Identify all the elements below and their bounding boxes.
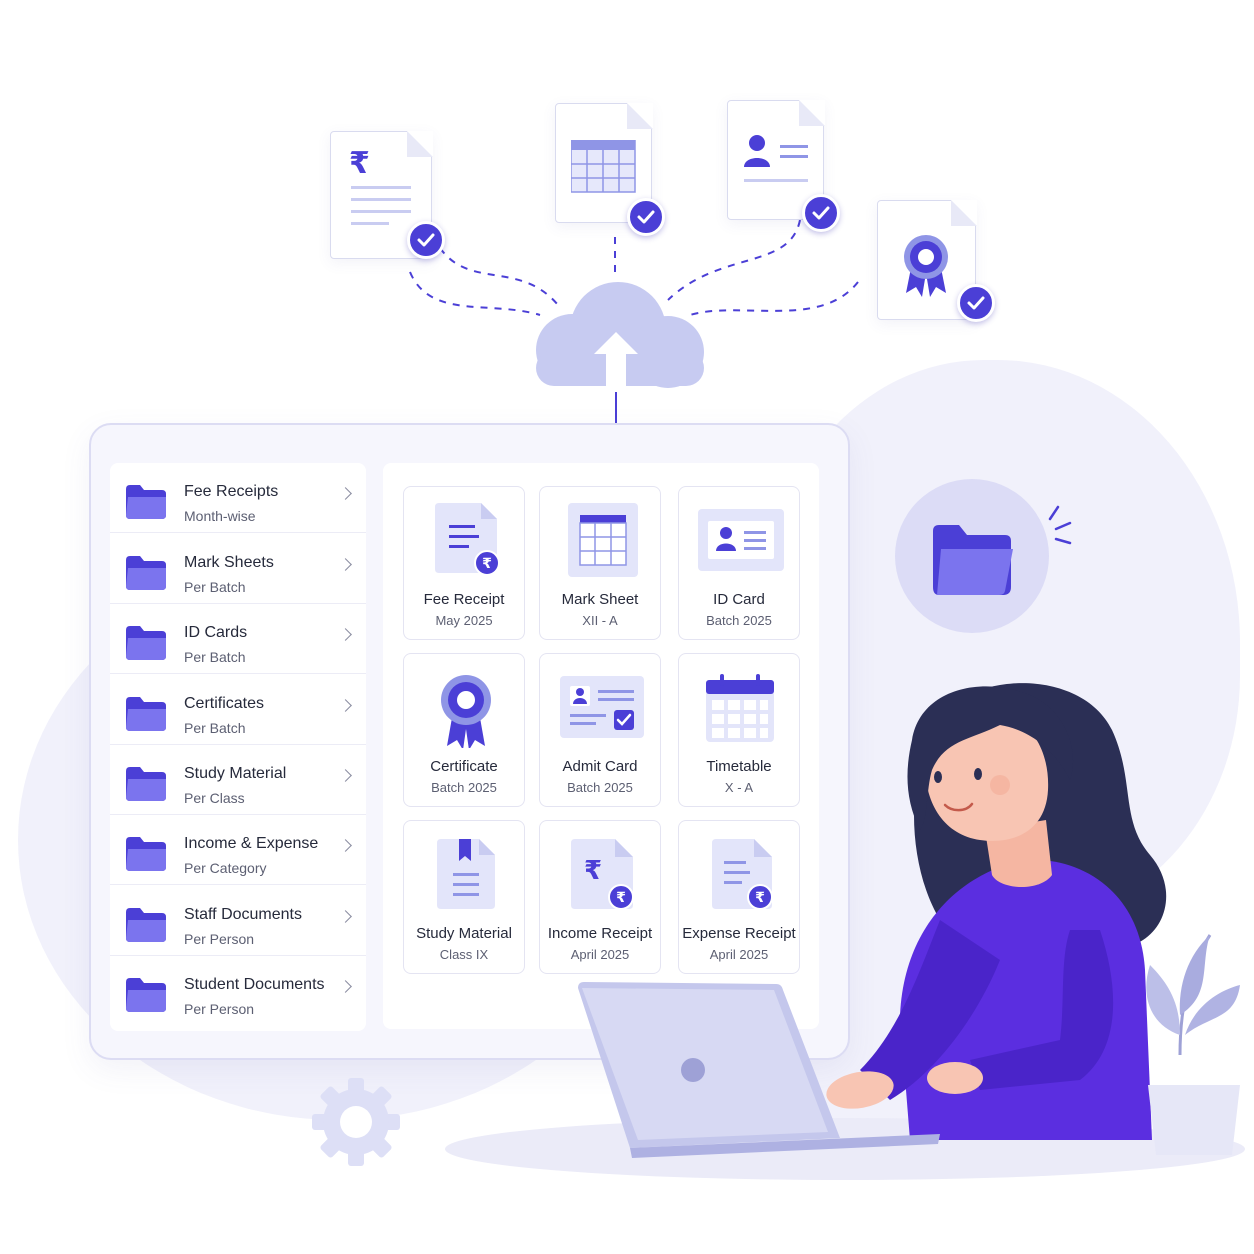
- woman-using-laptop-illustration: [578, 683, 1240, 1158]
- sidebar-item-fee-receipts[interactable]: Fee Receipts Month-wise: [110, 463, 366, 533]
- sidebar-item-label: Study Material: [184, 765, 287, 782]
- timetable-icon: [706, 674, 774, 742]
- document-card-income-receipt[interactable]: ₹ ₹ Income Receipt April 2025: [539, 820, 661, 974]
- document-card-expense-receipt[interactable]: ₹ Expense Receipt April 2025: [678, 820, 800, 974]
- document-card-fee-receipt[interactable]: ₹ Fee Receipt May 2025: [403, 486, 525, 640]
- folder-highlight-icon: [895, 479, 1049, 633]
- chevron-right-icon: [339, 699, 352, 712]
- check-icon: [957, 284, 995, 322]
- card-subtitle: Batch 2025: [567, 780, 633, 795]
- card-title: Admit Card: [562, 758, 638, 775]
- chevron-right-icon: [339, 769, 352, 782]
- document-card-mark-sheet[interactable]: Mark Sheet XII - A: [539, 486, 661, 640]
- chevron-right-icon: [339, 487, 352, 500]
- sidebar-item-sublabel: Per Class: [184, 790, 245, 806]
- income-receipt-icon: ₹ ₹: [571, 839, 634, 910]
- folder-sidebar: Fee Receipts Month-wise Mark Sheets Per …: [110, 463, 366, 1031]
- folder-icon: [126, 837, 166, 871]
- folder-icon: [126, 626, 166, 660]
- id-card-icon: [698, 509, 784, 571]
- card-title: Study Material: [416, 925, 512, 942]
- gear-icon: [312, 1078, 400, 1166]
- chevron-right-icon: [339, 980, 352, 993]
- sidebar-item-label: Student Documents: [184, 976, 325, 993]
- svg-text:₹: ₹: [755, 890, 765, 906]
- card-subtitle: May 2025: [435, 613, 493, 628]
- folder-icon: [126, 908, 166, 942]
- card-title: Certificate: [430, 758, 498, 775]
- check-icon: [627, 198, 665, 236]
- admit-card-icon: [560, 676, 644, 738]
- svg-text:₹: ₹: [482, 556, 492, 572]
- chevron-right-icon: [339, 558, 352, 571]
- chevron-right-icon: [339, 628, 352, 641]
- sidebar-item-sublabel: Per Category: [184, 860, 267, 876]
- mark-sheet-icon: [568, 503, 638, 577]
- sidebar-item-label: Staff Documents: [184, 906, 302, 923]
- expense-receipt-icon: ₹: [712, 839, 773, 910]
- sidebar-item-study-material[interactable]: Study Material Per Class: [110, 745, 366, 815]
- sidebar-item-staff-documents[interactable]: Staff Documents Per Person: [110, 886, 366, 956]
- sidebar-item-sublabel: Per Person: [184, 1001, 255, 1017]
- folder-icon: [126, 485, 166, 519]
- sidebar-item-sublabel: Per Person: [184, 931, 255, 947]
- card-title: ID Card: [713, 591, 765, 608]
- card-subtitle: X - A: [724, 780, 754, 795]
- card-subtitle: Class IX: [439, 947, 489, 962]
- folder-icon: [126, 556, 166, 590]
- sidebar-item-label: ID Cards: [184, 624, 248, 641]
- sidebar-item-student-documents[interactable]: Student Documents Per Person: [110, 956, 366, 1026]
- connection-lines: [409, 219, 859, 437]
- document-card-timetable[interactable]: Timetable X - A: [678, 653, 800, 807]
- card-title: Fee Receipt: [423, 591, 505, 608]
- sidebar-item-mark-sheets[interactable]: Mark Sheets Per Batch: [110, 534, 366, 604]
- sidebar-item-sublabel: Month-wise: [184, 508, 256, 524]
- check-icon: [802, 194, 840, 232]
- card-subtitle: Batch 2025: [706, 613, 772, 628]
- folder-icon: [126, 978, 166, 1012]
- card-title: Timetable: [706, 758, 772, 775]
- sidebar-item-label: Certificates: [184, 695, 265, 712]
- sidebar-item-certificates[interactable]: Certificates Per Batch: [110, 675, 366, 745]
- svg-text:₹: ₹: [616, 890, 626, 906]
- cloud-upload-icon: [536, 282, 704, 388]
- check-icon: [407, 221, 445, 259]
- sidebar-item-label: Mark Sheets: [184, 554, 274, 571]
- sidebar-item-sublabel: Per Batch: [184, 649, 246, 665]
- card-subtitle: Batch 2025: [431, 780, 497, 795]
- card-title: Mark Sheet: [561, 591, 639, 608]
- sidebar-item-income-expense[interactable]: Income & Expense Per Category: [110, 815, 366, 885]
- chevron-right-icon: [339, 910, 352, 923]
- certificate-icon: [441, 675, 491, 748]
- document-card-id-card[interactable]: ID Card Batch 2025: [678, 486, 800, 640]
- folder-icon: [126, 767, 166, 801]
- svg-text:₹: ₹: [584, 856, 602, 886]
- sidebar-item-id-cards[interactable]: ID Cards Per Batch: [110, 604, 366, 674]
- card-subtitle: XII - A: [582, 613, 618, 628]
- sidebar-item-sublabel: Per Batch: [184, 720, 246, 736]
- document-card-admit-card[interactable]: Admit Card Batch 2025: [539, 653, 661, 807]
- card-subtitle: April 2025: [570, 947, 630, 962]
- sparkle-lines: [1048, 505, 1072, 545]
- sidebar-item-label: Income & Expense: [184, 835, 319, 852]
- card-subtitle: April 2025: [709, 947, 769, 962]
- sidebar-item-sublabel: Per Batch: [184, 579, 246, 595]
- rupee-symbol: ₹: [349, 147, 370, 180]
- document-card-certificate[interactable]: Certificate Batch 2025: [403, 653, 525, 807]
- sidebar-item-label: Fee Receipts: [184, 483, 279, 500]
- card-title: Expense Receipt: [682, 925, 796, 942]
- fee-receipt-icon: ₹: [435, 503, 500, 576]
- document-card-study-material[interactable]: Study Material Class IX: [403, 820, 525, 974]
- card-title: Income Receipt: [547, 925, 653, 942]
- chevron-right-icon: [339, 839, 352, 852]
- folder-icon: [126, 697, 166, 731]
- study-material-icon: [437, 839, 495, 909]
